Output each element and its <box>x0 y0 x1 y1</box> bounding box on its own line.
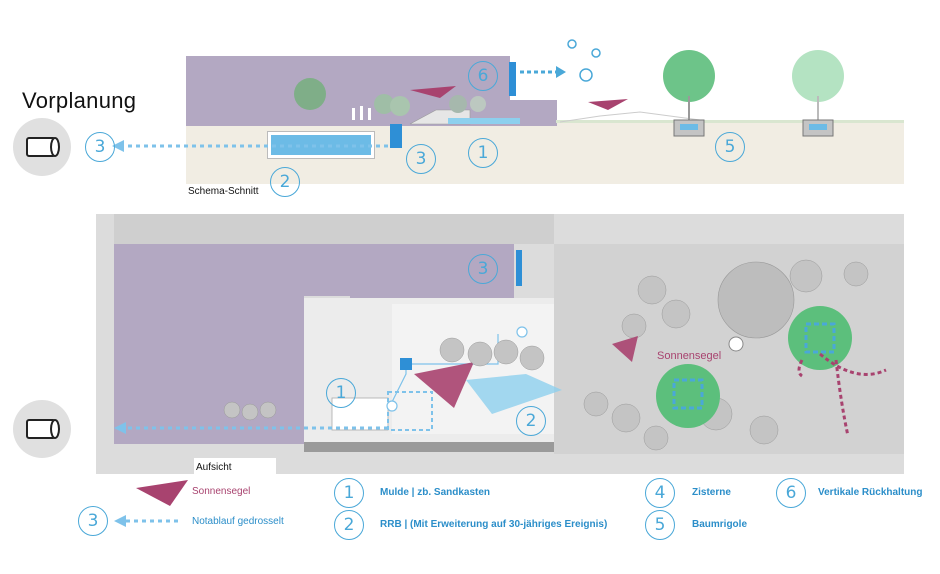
legend-item4-text: Zisterne <box>692 487 731 498</box>
bubble <box>567 39 577 49</box>
section-tree-large <box>663 50 715 102</box>
section-vertical-retention <box>390 124 402 148</box>
bubble <box>579 68 593 82</box>
plan-sail-large <box>414 362 474 408</box>
legend-marker-6: 6 <box>776 478 806 508</box>
section-sail <box>410 86 456 98</box>
legend-sail-text: Sonnensegel <box>192 486 251 497</box>
plan-building <box>114 244 304 444</box>
outlet-pipe-icon <box>13 400 71 458</box>
legend-item6-text: Vertikale Rückhaltung <box>818 487 923 498</box>
marker-2-section: 2 <box>270 167 300 197</box>
tree-pit-water <box>680 124 698 130</box>
marker-5-section: 5 <box>715 132 745 162</box>
outlet-pipe-icon <box>13 118 71 176</box>
section-label: Schema-Schnitt <box>188 186 259 197</box>
section-tree <box>470 96 486 112</box>
section-drawing <box>112 39 844 152</box>
plan-overflow-arrow-head <box>114 422 126 434</box>
plan-tree-green <box>788 306 852 370</box>
plan-label: Aufsicht <box>196 462 232 473</box>
section-tree <box>374 94 394 114</box>
marker-3-left: 3 <box>85 132 115 162</box>
legend-marker-4: 4 <box>645 478 675 508</box>
legend-item1-text: Mulde | zb. Sandkasten <box>380 487 491 498</box>
legend-marker-2: 2 <box>334 510 364 540</box>
page-title: Vorplanung <box>22 88 137 113</box>
legend-marker-3: 3 <box>78 506 108 536</box>
tree-pit-water <box>809 124 827 130</box>
marker-1-plan: 1 <box>326 378 356 408</box>
plan-inlet <box>400 358 412 370</box>
section-facade-retention <box>509 62 516 96</box>
section-overflow-arrow-head <box>112 140 124 152</box>
plan-drawing <box>114 214 904 454</box>
section-ramp <box>559 111 701 123</box>
plan-dashed-box <box>387 391 433 431</box>
section-grass-line <box>556 120 904 123</box>
marker-3-section: 3 <box>406 144 436 174</box>
legend-arrow-icon <box>114 515 182 527</box>
plan-label-box <box>194 458 276 476</box>
plan-sail-label: Sonnensegel <box>657 350 722 362</box>
section-mulde <box>448 118 520 124</box>
plan-rigole <box>672 378 704 410</box>
plan-adjacent <box>114 214 554 244</box>
marker-1-section: 1 <box>468 138 498 168</box>
plan-sail-small <box>612 336 638 362</box>
section-tree-large <box>792 50 844 102</box>
plan-vertical-retention <box>516 250 522 286</box>
legend-marker-5: 5 <box>645 510 675 540</box>
facade-arrow-head <box>556 66 566 78</box>
section-sail <box>588 99 628 110</box>
legend-item5-text: Baumrigole <box>692 519 748 530</box>
marker-3-plan: 3 <box>468 254 498 284</box>
legend-marker-1: 1 <box>334 478 364 508</box>
section-tree <box>390 96 410 116</box>
marker-2-plan: 2 <box>516 406 546 436</box>
plan-pond <box>466 374 562 414</box>
bubble <box>591 48 601 58</box>
section-tree <box>294 78 326 110</box>
marker-6-section: 6 <box>468 61 498 91</box>
person <box>368 108 371 120</box>
plan-building <box>304 244 350 296</box>
person <box>360 106 363 120</box>
legend-emergency-text: Notablauf gedrosselt <box>192 516 284 527</box>
person <box>352 108 355 120</box>
legend-item2-text: RRB | (Mit Erweiterung auf 30-jähriges E… <box>380 519 608 530</box>
legend-sail-icon <box>136 480 188 506</box>
plan-tree-green <box>656 364 720 428</box>
plan-rigole <box>804 322 836 354</box>
section-tree <box>449 95 467 113</box>
